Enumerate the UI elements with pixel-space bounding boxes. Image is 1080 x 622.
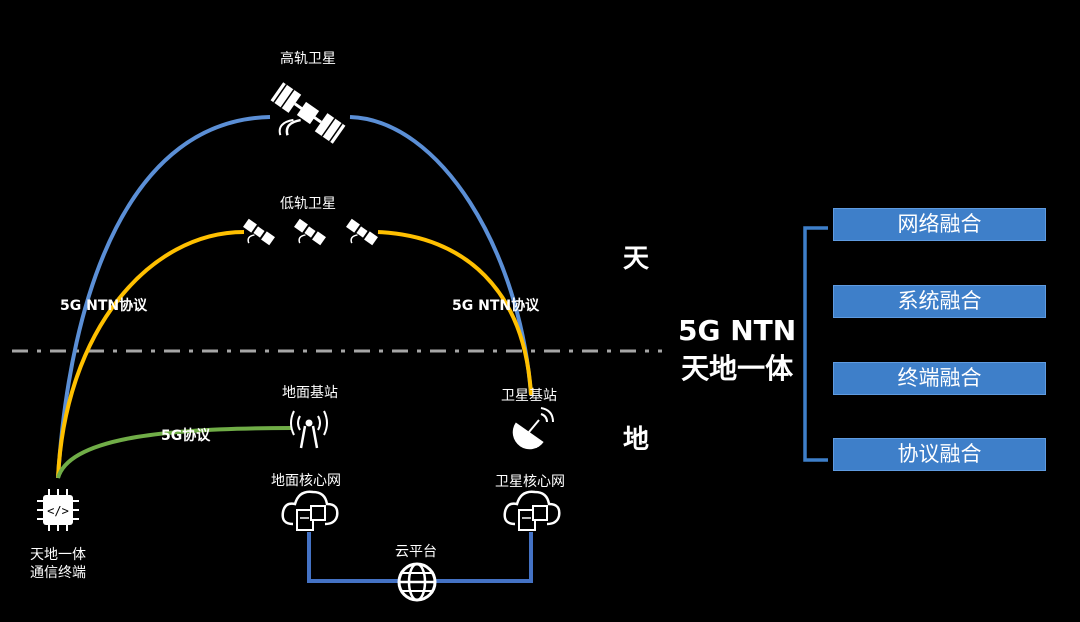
ground-base-station-label: 地面基站	[282, 385, 338, 401]
fusion-bracket	[803, 226, 828, 462]
chip-terminal-icon: </>	[37, 489, 79, 531]
main-title-line2: 天地一体	[681, 352, 794, 385]
fusion-protocol-box: 协议融合	[833, 438, 1046, 471]
main-title: 5G NTN 天地一体	[678, 312, 796, 388]
backhaul-link	[307, 532, 533, 583]
geo-satellite-label: 高轨卫星	[280, 51, 336, 67]
5g-link	[56, 426, 292, 479]
cloud-server-icon	[503, 490, 561, 531]
ground-core-label: 地面核心网	[271, 473, 341, 489]
terminal-label-line1: 天地一体	[30, 547, 86, 563]
globe-icon	[397, 562, 437, 602]
satellite-dish-icon	[512, 407, 554, 450]
terminal-label-line2: 通信终端	[30, 565, 86, 581]
geo-satellite-icon	[270, 82, 346, 144]
cloud-server-icon	[281, 490, 339, 531]
geo-link-right	[349, 115, 533, 396]
ground-zone-label: 地	[623, 425, 650, 455]
leo-link-right	[377, 230, 533, 396]
ntn-protocol-right-label: 5G NTN协议	[452, 298, 540, 314]
main-title-line1: 5G NTN	[678, 314, 797, 347]
sky-zone-label: 天	[623, 244, 650, 274]
svg-text:</>: </>	[47, 504, 69, 518]
leo-satellite-icon	[243, 218, 275, 246]
fusion-terminal-box: 终端融合	[833, 362, 1046, 395]
leo-satellite-label: 低轨卫星	[280, 196, 336, 212]
satellite-base-station-label: 卫星基站	[501, 388, 557, 404]
geo-link-left	[56, 115, 271, 479]
5g-protocol-label: 5G协议	[161, 428, 211, 444]
leo-link-left	[56, 230, 245, 479]
satellite-core-label: 卫星核心网	[495, 474, 565, 490]
cell-tower-icon	[290, 410, 328, 449]
fusion-network-box: 网络融合	[833, 208, 1046, 241]
leo-satellite-icon	[346, 218, 378, 246]
fusion-system-box: 系统融合	[833, 285, 1046, 318]
cloud-platform-label: 云平台	[395, 544, 437, 560]
ntn-protocol-left-label: 5G NTN协议	[60, 298, 148, 314]
leo-satellite-icon	[294, 218, 326, 246]
